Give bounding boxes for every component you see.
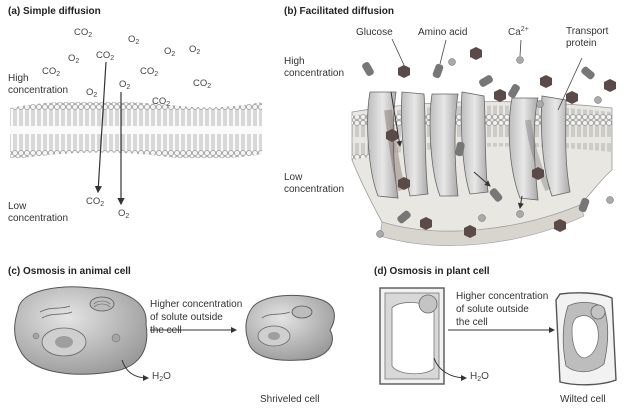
pointer-lines-b (390, 38, 583, 209)
molecule-label: O2 (119, 79, 131, 91)
molecule-label: O2 (68, 53, 80, 65)
molecule-label: O2 (189, 44, 201, 56)
arrows-d (433, 327, 555, 381)
molecule-label: CO2 (140, 66, 159, 78)
molecule-label: CO2 (152, 96, 171, 108)
calcium-label: Ca2+ (508, 26, 529, 38)
shriveled-cell-label: Shriveled cell (260, 394, 320, 405)
molecule-label: CO2 (96, 50, 115, 62)
plant-cell-wilted (555, 292, 617, 386)
panel-a-low-label: Low concentration (8, 201, 69, 224)
panel-b-high-label: High concentration (284, 56, 345, 79)
molecule-label: O2 (164, 46, 176, 58)
molecule-label: O2 (128, 34, 140, 46)
panel-c-title: (c) Osmosis in animal cell (8, 266, 131, 277)
panel-a-title: (a) Simple diffusion (8, 6, 101, 17)
diffusion-arrows-a (94, 61, 125, 206)
panel-d-title: (d) Osmosis in plant cell (374, 266, 490, 277)
transport-protein-label: Transport protein (566, 26, 609, 49)
plant-cell-normal (379, 287, 445, 385)
transport-proteins (367, 91, 571, 201)
molecule-label: CO2 (42, 66, 61, 78)
arrows-c (121, 327, 237, 381)
water-label-d: H2O (470, 371, 489, 383)
membrane-a (10, 101, 262, 160)
panel-b-title: (b) Facilitated diffusion (284, 6, 394, 17)
amino-acid-label: Amino acid (418, 27, 468, 38)
panel-d-caption: Higher concentration of solute outside t… (456, 291, 549, 328)
panel-a-high-label: High concentration (8, 73, 69, 96)
molecule-label-below: O2 (118, 208, 130, 220)
molecule-label: O2 (86, 87, 98, 99)
solute-molecules-b (362, 47, 616, 238)
wilted-cell-label: Wilted cell (560, 394, 606, 405)
panel-c-caption: Higher concentration of solute outside t… (150, 299, 243, 336)
animal-cell-shriveled (245, 294, 335, 361)
animal-cell-normal (14, 286, 148, 375)
molecule-label-below: CO2 (86, 196, 105, 208)
panel-b-low-label: Low concentration (284, 172, 345, 195)
molecule-label: CO2 (193, 78, 212, 90)
molecule-label: CO2 (74, 27, 93, 39)
water-label-c: H2O (152, 371, 171, 383)
glucose-label: Glucose (356, 27, 393, 38)
